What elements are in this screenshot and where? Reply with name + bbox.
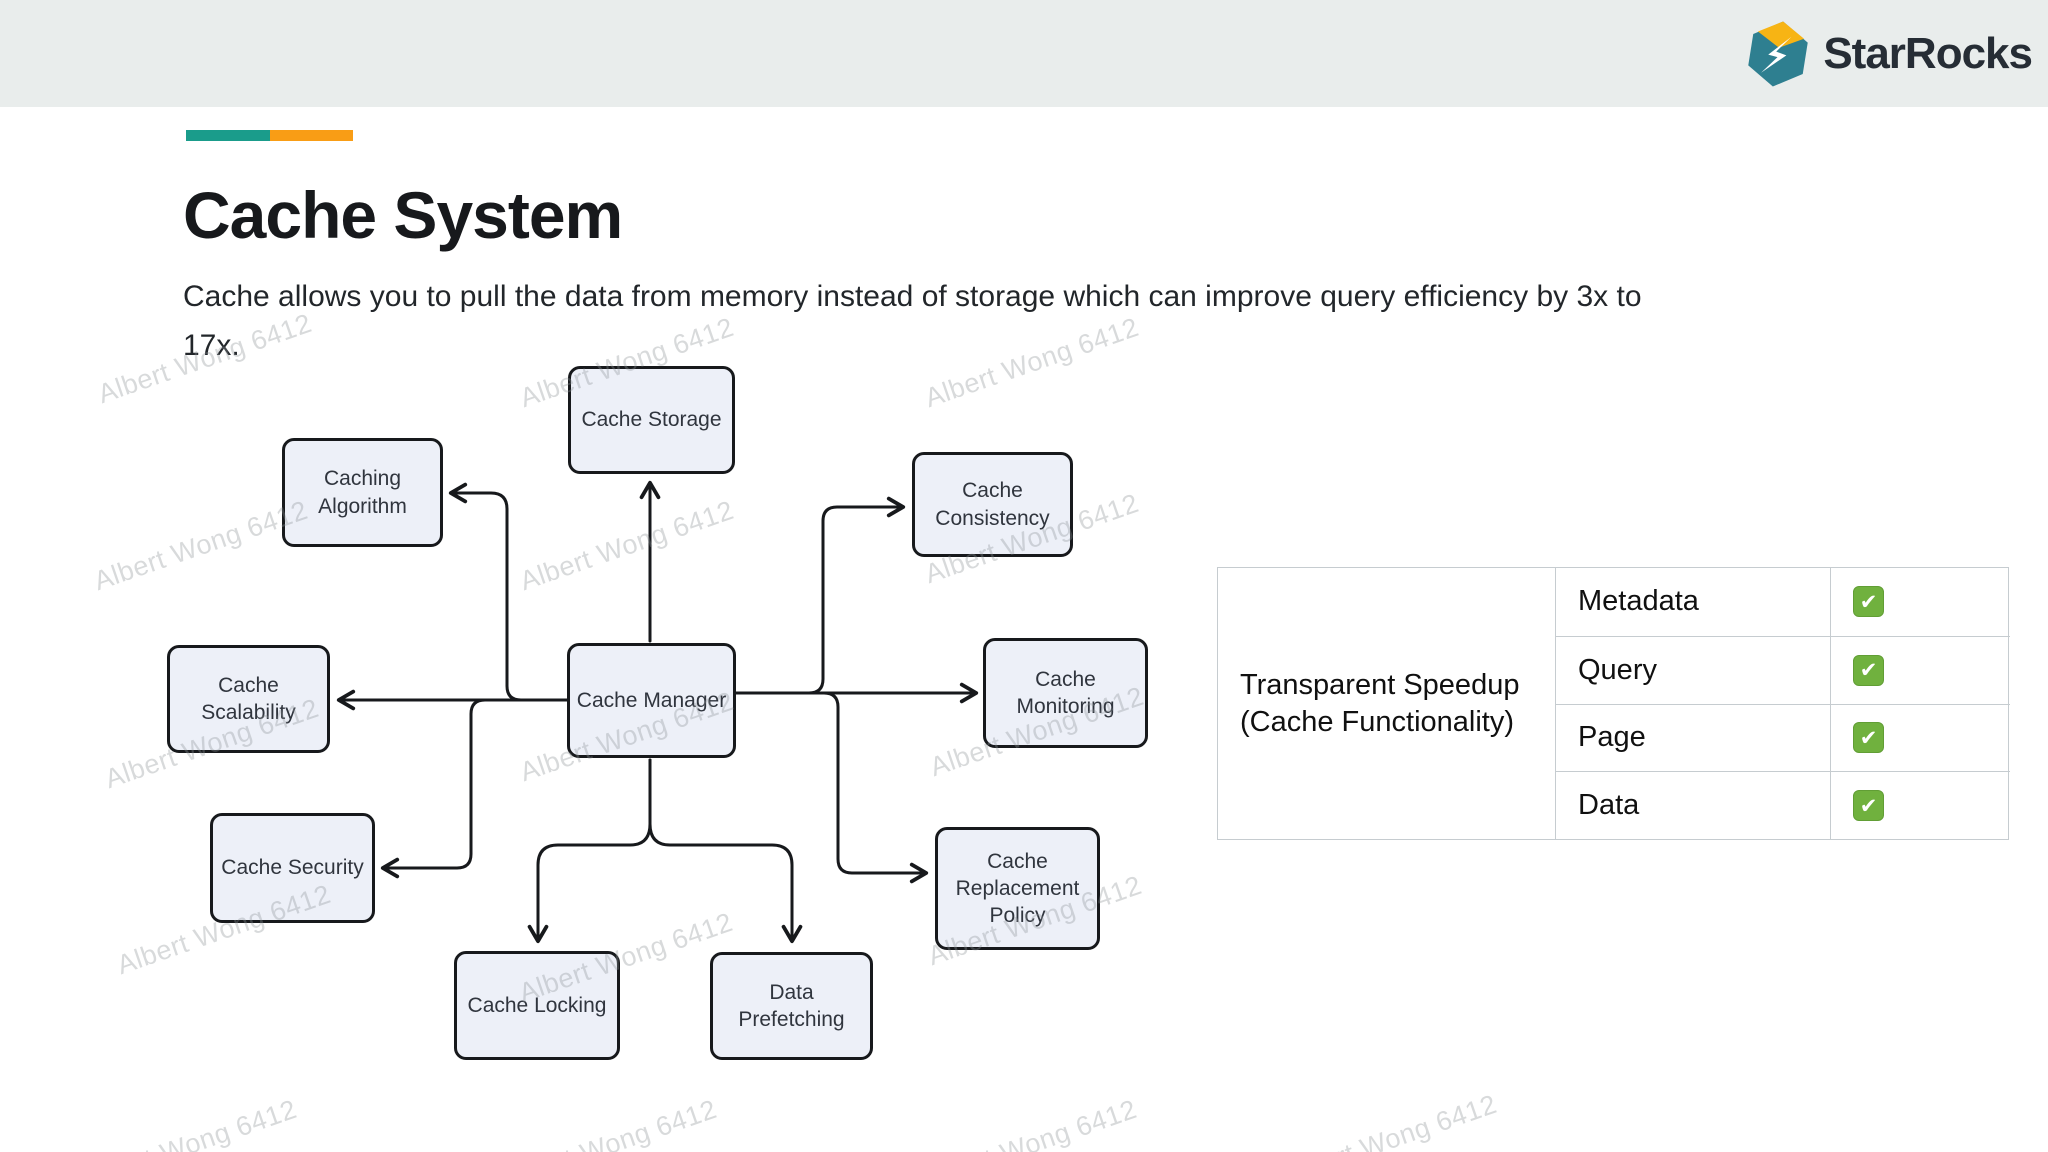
starrocks-logo-icon bbox=[1748, 21, 1809, 87]
table-cell-status: ✔ bbox=[1830, 635, 2010, 704]
table-cell-status: ✔ bbox=[1830, 771, 2010, 839]
edge-manager-to-security bbox=[380, 698, 569, 879]
edge-manager-to-algorithm bbox=[448, 482, 569, 702]
accent-bar bbox=[186, 130, 353, 141]
edge-manager-to-prefetching bbox=[648, 758, 803, 944]
diagram-node-cache-locking: Cache Locking bbox=[454, 951, 620, 1060]
diagram-node-cache-scalability: Cache Scalability bbox=[167, 645, 330, 753]
accent-bar-teal bbox=[186, 130, 270, 141]
subtitle-line-2: 17x. bbox=[183, 329, 240, 362]
diagram-node-cache-manager: Cache Manager bbox=[567, 643, 736, 758]
table-cell-label: Page bbox=[1555, 703, 1830, 772]
subtitle-line-1: Cache allows you to pull the data from m… bbox=[183, 280, 1642, 313]
edge-manager-to-replacement bbox=[734, 691, 929, 884]
checkmark-icon: ✔ bbox=[1853, 586, 1884, 618]
header-bar: StarRocks bbox=[0, 0, 2048, 107]
diagram-node-cache-monitoring: Cache Monitoring bbox=[983, 638, 1148, 748]
edge-manager-to-locking bbox=[527, 758, 652, 944]
page-subtitle: Cache allows you to pull the data from m… bbox=[183, 272, 1642, 370]
checkmark-icon: ✔ bbox=[1853, 722, 1884, 754]
table-cell-label: Query bbox=[1555, 635, 1830, 704]
diagram-node-caching-algorithm: Caching Algorithm bbox=[282, 438, 443, 547]
diagram-node-cache-storage: Cache Storage bbox=[568, 366, 735, 474]
page-title: Cache System bbox=[183, 178, 623, 252]
diagram-node-cache-security: Cache Security bbox=[210, 813, 375, 923]
feature-table: Transparent Speedup (Cache Functionality… bbox=[1217, 567, 2010, 840]
table-cell-label: Metadata bbox=[1555, 568, 1830, 636]
table-cell-status: ✔ bbox=[1830, 568, 2010, 636]
accent-bar-orange bbox=[269, 130, 353, 141]
table-cell-label: Data bbox=[1555, 771, 1830, 839]
starrocks-logo: StarRocks bbox=[1745, 12, 2033, 96]
diagram-node-cache-consistency: Cache Consistency bbox=[912, 452, 1073, 557]
starrocks-logo-text: StarRocks bbox=[1823, 29, 2033, 78]
diagram-node-cache-replacement-policy: Cache Replacement Policy bbox=[935, 827, 1100, 950]
table-row-header: Transparent Speedup (Cache Functionality… bbox=[1240, 669, 1520, 738]
checkmark-icon: ✔ bbox=[1853, 790, 1884, 822]
diagram-node-data-prefetching: Data Prefetching bbox=[710, 952, 873, 1060]
checkmark-icon: ✔ bbox=[1853, 654, 1884, 686]
edge-manager-to-consistency bbox=[734, 496, 906, 695]
table-cell-status: ✔ bbox=[1830, 703, 2010, 772]
